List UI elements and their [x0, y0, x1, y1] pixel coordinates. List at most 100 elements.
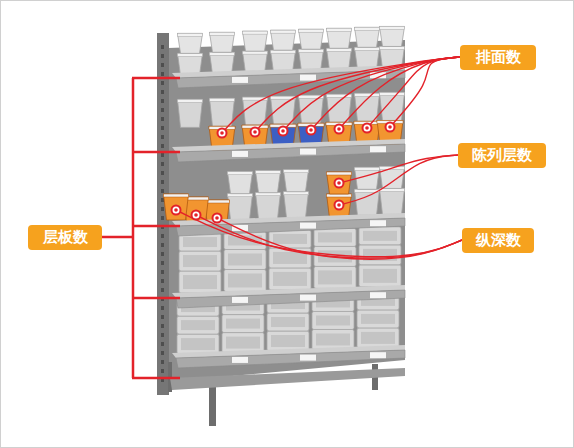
product-pack: [267, 313, 309, 331]
marker-dot: [335, 179, 344, 188]
highlight-cup: [327, 194, 352, 218]
product-pack: [267, 331, 309, 351]
product-pack: [177, 316, 219, 334]
post-hole: [161, 252, 164, 256]
product-cup: [210, 98, 235, 126]
marker-dot: [192, 211, 201, 220]
product-cup: [271, 30, 296, 50]
product-pack: [269, 230, 311, 248]
marker-dot: [218, 129, 227, 138]
leader-line: [196, 215, 462, 258]
cup-lid: [327, 28, 352, 31]
label-text: 排面数: [476, 48, 521, 67]
post-hole: [161, 342, 164, 346]
post-hole: [161, 288, 164, 292]
cup-lid: [243, 31, 268, 34]
product-pack: [359, 227, 401, 245]
product-cup: [178, 33, 203, 53]
marker-dot-center: [337, 203, 341, 207]
price-tag: [232, 151, 248, 157]
post-hole: [161, 117, 164, 121]
shelf-lip: [176, 144, 405, 162]
product-cup: [178, 99, 203, 127]
price-tag: [370, 146, 386, 152]
price-tag: [300, 223, 316, 229]
post-hole: [161, 315, 164, 319]
product-pack: [357, 310, 399, 328]
marker-dot-center: [388, 125, 392, 129]
shelf-lip: [176, 350, 405, 368]
product-pack: [177, 334, 219, 354]
pack-print: [273, 234, 307, 244]
post-hole: [161, 45, 164, 49]
leader-line: [390, 57, 460, 127]
pack-print: [183, 237, 217, 247]
shelf-lip: [176, 70, 405, 88]
product-cup: [228, 172, 253, 194]
leader-line: [176, 210, 462, 257]
cup-lid: [271, 50, 296, 53]
product-pack: [224, 249, 266, 269]
product-cup: [380, 188, 405, 214]
price-tag: [232, 77, 248, 83]
product-pack: [359, 245, 401, 265]
pack-print: [361, 332, 395, 344]
product-cup: [299, 95, 324, 123]
post-hole: [161, 243, 164, 247]
cup-lid: [228, 172, 253, 175]
pack-print: [273, 272, 307, 286]
post-hole: [161, 72, 164, 76]
post-hole: [161, 189, 164, 193]
product-cup: [380, 92, 405, 120]
pack-print: [273, 252, 307, 264]
pack-print: [181, 320, 215, 330]
cup-lid: [327, 48, 352, 51]
leader-line: [222, 57, 460, 133]
label-box: 纵深数: [462, 228, 534, 253]
post-hole: [161, 144, 164, 148]
cup-lid: [355, 93, 380, 96]
pack-print: [316, 333, 350, 345]
highlight-cup: [327, 172, 352, 194]
marker-dot-center: [281, 129, 285, 133]
post-hole: [161, 270, 164, 274]
cup-lid: [210, 98, 235, 101]
product-pack: [312, 311, 354, 329]
marker-dot-center: [215, 216, 219, 220]
price-tag: [300, 295, 316, 301]
highlight-cup: [164, 194, 189, 220]
product-pack: [357, 328, 399, 348]
leader-line: [217, 218, 462, 259]
post-hole: [161, 162, 164, 166]
product-pack: [224, 269, 266, 291]
post-hole: [161, 216, 164, 220]
pack-print: [228, 273, 262, 287]
cup-lid: [164, 194, 189, 197]
cup-lid: [355, 167, 380, 170]
cup-lid: [299, 49, 324, 52]
pack-print: [183, 275, 217, 289]
post-hole: [161, 279, 164, 283]
marker-dot: [213, 214, 222, 223]
cup-lid: [380, 46, 405, 49]
product-pack: [179, 271, 221, 293]
bracket-line: [132, 78, 135, 378]
price-tag: [232, 357, 248, 363]
leader-line: [367, 57, 460, 128]
post-hole: [161, 180, 164, 184]
bracket-tick: [132, 77, 180, 80]
label-box: 层板数: [28, 225, 102, 250]
post-hole: [161, 333, 164, 337]
post-hole: [161, 306, 164, 310]
product-cup: [327, 94, 352, 122]
marker-dot: [172, 206, 181, 215]
post-hole: [161, 99, 164, 103]
label-text: 层板数: [43, 228, 88, 247]
product-cup: [327, 28, 352, 48]
product-pack: [269, 268, 311, 290]
marker-dot: [335, 125, 344, 134]
marker-dot-center: [365, 126, 369, 130]
cup-lid: [284, 170, 309, 173]
product-pack: [222, 333, 264, 353]
